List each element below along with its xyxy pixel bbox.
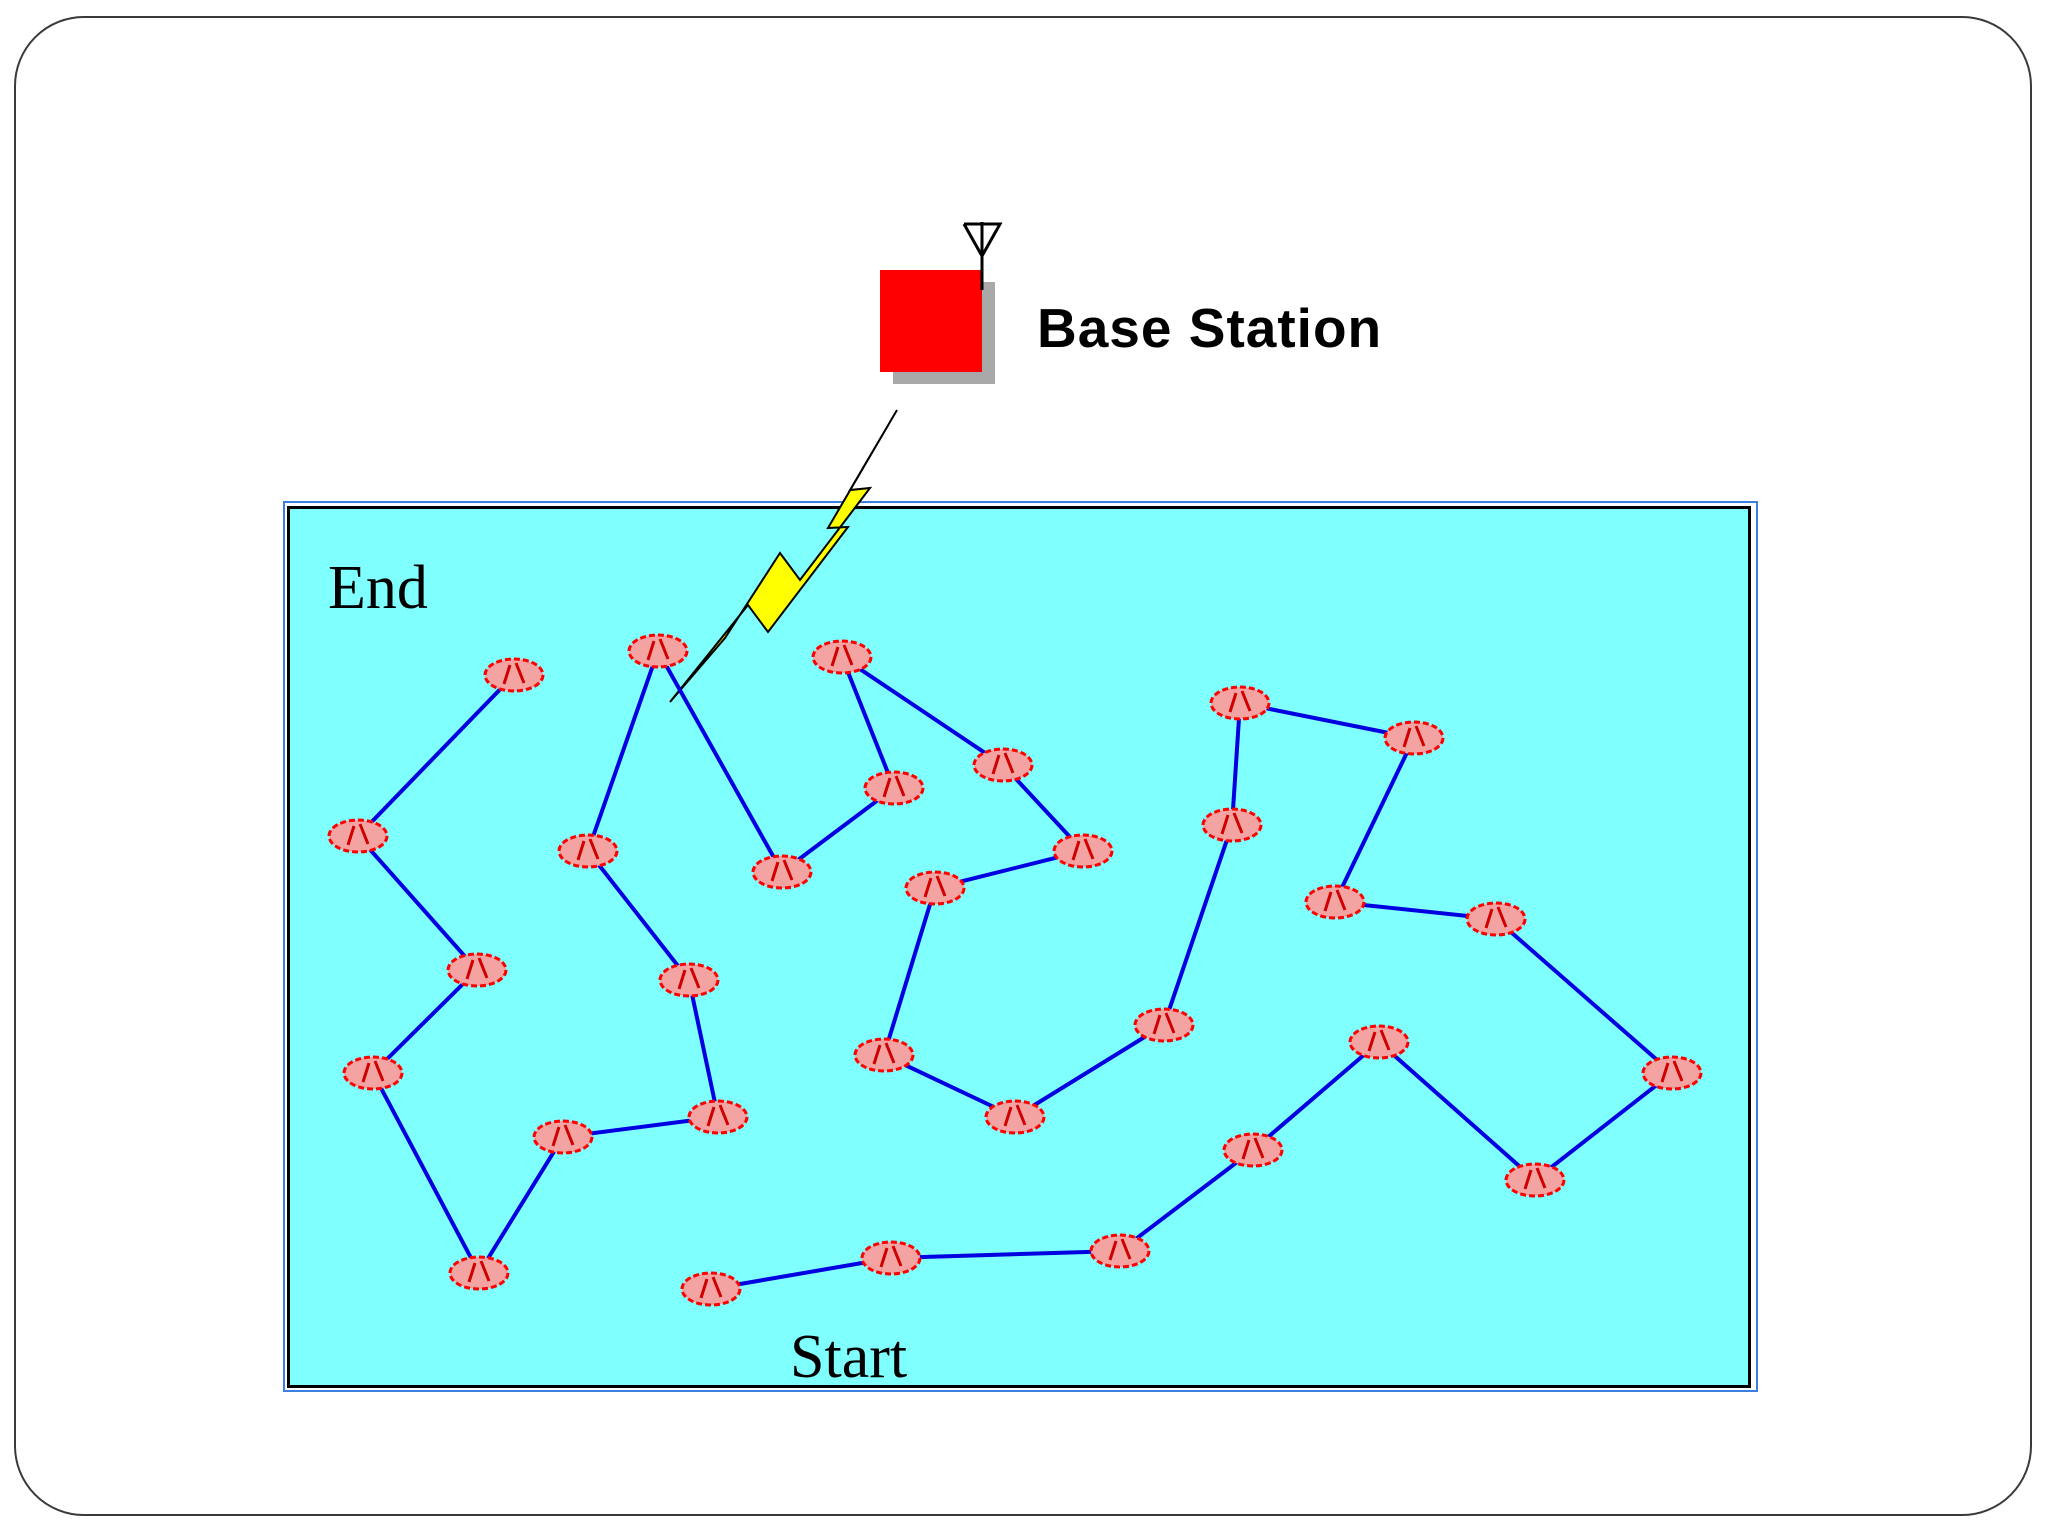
sensor-link <box>1533 1071 1674 1182</box>
sensor-node <box>532 1119 594 1155</box>
sensor-link <box>1118 1148 1255 1253</box>
sensor-node <box>342 1055 404 1091</box>
sensor-link <box>1230 702 1242 826</box>
sensor-node <box>680 1271 742 1307</box>
sensor-node <box>327 818 389 854</box>
sensor-field-border <box>283 501 1758 1392</box>
lightning-bolt-icon <box>669 409 898 703</box>
sensor-link <box>371 1072 481 1274</box>
sensor-node <box>1504 1162 1566 1198</box>
sensor-node <box>863 770 925 806</box>
sensor-node <box>1201 807 1263 843</box>
sensor-link <box>687 979 720 1118</box>
sensor-node <box>448 1255 510 1291</box>
sensor-node <box>1465 901 1527 937</box>
sensor-node <box>483 657 545 693</box>
sensor-node <box>1052 833 1114 869</box>
sensor-link <box>356 673 516 838</box>
sensor-link <box>840 656 896 789</box>
sensor-link <box>710 1256 892 1291</box>
sensor-node <box>751 854 813 890</box>
start-label: Start <box>790 1323 908 1391</box>
sensor-node <box>557 833 619 869</box>
sensor-node <box>1304 884 1366 920</box>
sensor-link <box>1377 1040 1537 1182</box>
sensor-node <box>860 1240 922 1276</box>
sensor-link <box>1239 701 1415 740</box>
sensor-node <box>1641 1055 1703 1091</box>
sensor-node <box>972 747 1034 783</box>
sensor-node <box>1089 1233 1151 1269</box>
sensor-field <box>287 506 1751 1388</box>
sensor-node <box>984 1099 1046 1135</box>
sensor-link <box>586 849 691 982</box>
sensor-node <box>1222 1132 1284 1168</box>
antenna-icon <box>962 222 1003 290</box>
sensor-node <box>658 962 720 998</box>
sensor-link <box>890 1249 1121 1260</box>
sensor-link <box>356 834 479 972</box>
sensor-link <box>1333 737 1416 903</box>
end-label: End <box>328 554 428 622</box>
sensor-node <box>853 1037 915 1073</box>
sensor-link <box>840 655 1005 767</box>
sensor-link <box>477 1135 565 1275</box>
sensor-node <box>446 952 508 988</box>
sensor-node <box>627 633 689 669</box>
sensor-link <box>1162 824 1234 1026</box>
sensor-node <box>687 1099 749 1135</box>
sensor-link <box>656 650 784 873</box>
sensor-node <box>1348 1024 1410 1060</box>
sensor-node <box>811 639 873 675</box>
sensor-node <box>1383 720 1445 756</box>
sensor-link <box>586 650 660 852</box>
sensor-link <box>882 887 937 1056</box>
sensor-link <box>1494 917 1674 1075</box>
sensor-link <box>780 786 896 874</box>
sensor-link <box>1013 1023 1166 1119</box>
sensor-node <box>904 870 966 906</box>
sensor-link <box>1251 1040 1381 1152</box>
base-station-label: Base Station <box>1037 297 1383 359</box>
sensor-link <box>371 968 479 1075</box>
sensor-node <box>1209 685 1271 721</box>
sensor-node <box>1133 1007 1195 1043</box>
base-station-icon <box>880 270 982 372</box>
